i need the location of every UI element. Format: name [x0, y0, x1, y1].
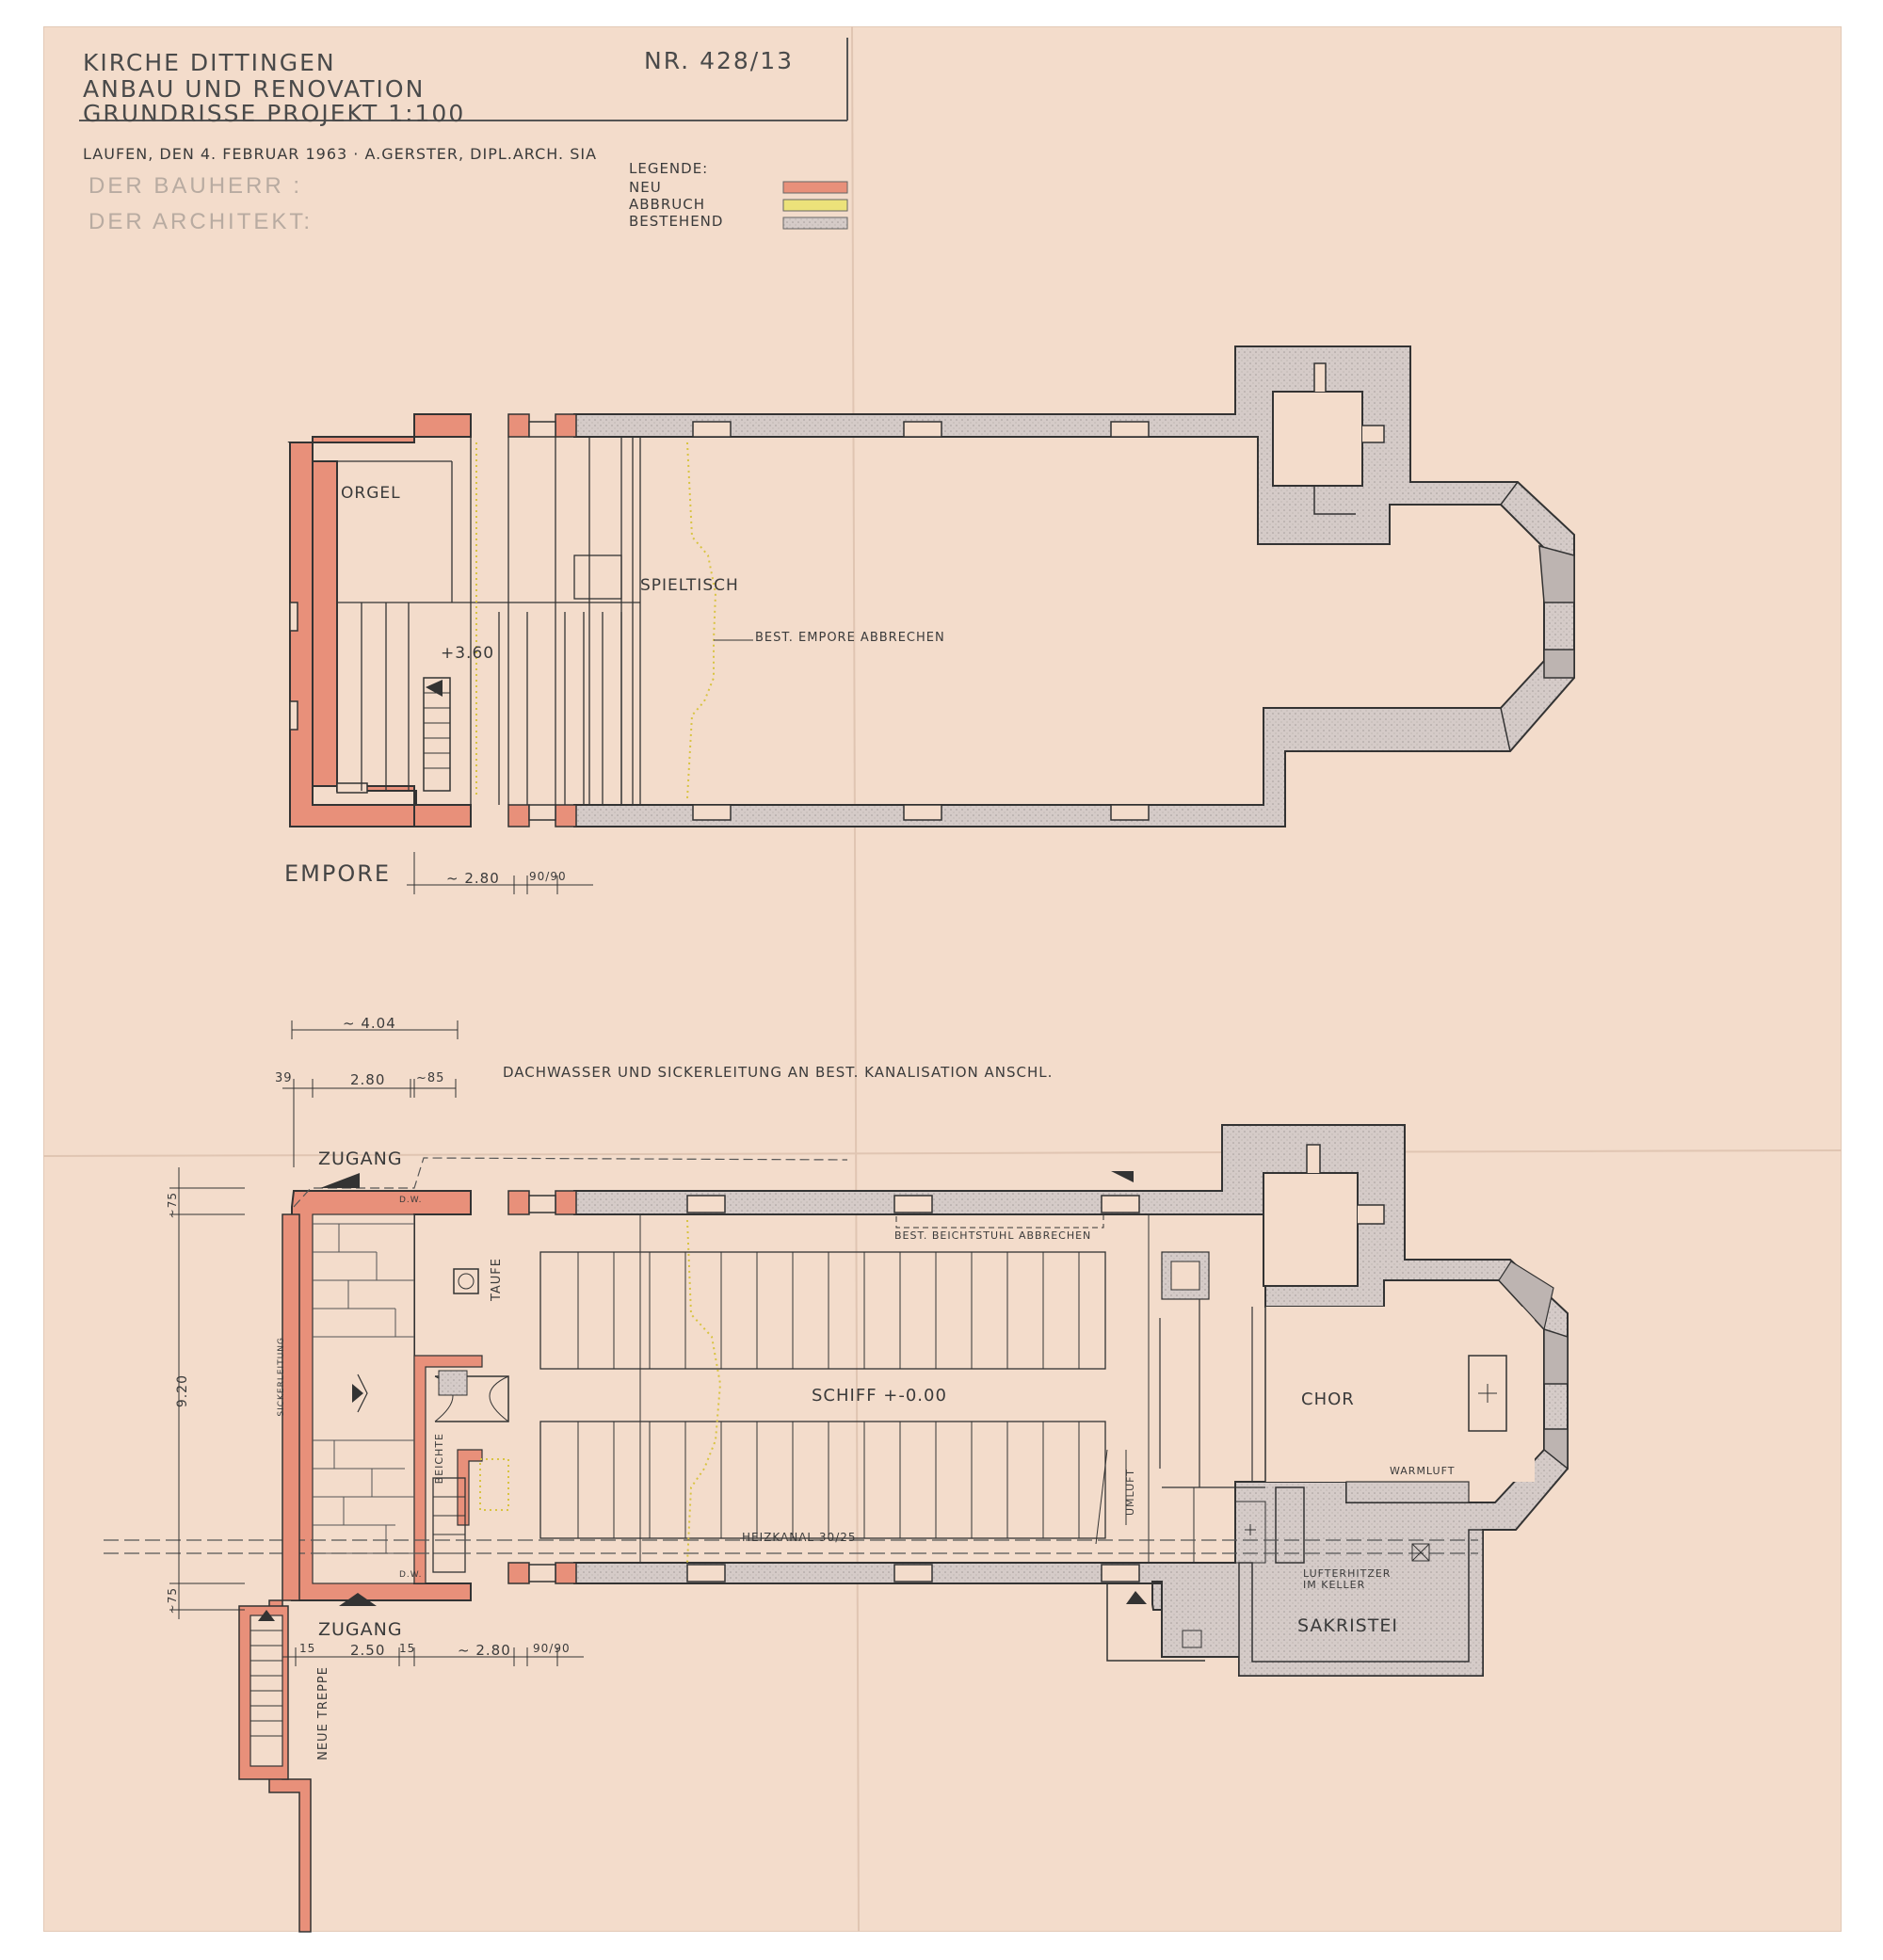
- empore-plan: [287, 345, 1575, 894]
- bauherr-stamp: DER BAUHERR :: [89, 173, 303, 199]
- orgel-label: ORGEL: [341, 484, 401, 503]
- dim-920: 9.20: [175, 1374, 190, 1408]
- beichtstuhl-note: BEST. BEICHTSTUHL ABBRECHEN: [894, 1229, 1092, 1242]
- place-date-architect: LAUFEN, DEN 4. FEBRUAR 1963 · A.GERSTER,…: [83, 145, 598, 163]
- dim-85: ~85: [416, 1071, 445, 1085]
- legend-swatch-bestehend: [782, 217, 848, 230]
- dim-empore-280: ~ 2.80: [446, 870, 500, 887]
- fold-line-vertical: [851, 25, 860, 1933]
- fold-line-horizontal: [42, 1149, 1843, 1157]
- umluft-label: UMLUFT: [1124, 1469, 1136, 1517]
- legend-swatch-abbruch: [782, 199, 848, 212]
- legend-label-bestehend: BESTEHEND: [629, 213, 724, 230]
- heizkanal-label: HEIZKANAL 30/25: [742, 1531, 857, 1544]
- dim-empore-9090: 90/90: [529, 870, 567, 883]
- sakristei-label: SAKRISTEI: [1297, 1615, 1398, 1636]
- warmluft-label: WARMLUFT: [1390, 1465, 1456, 1477]
- legend-title: LEGENDE:: [629, 160, 709, 177]
- zugang-bottom-label: ZUGANG: [318, 1619, 403, 1640]
- architekt-stamp: DER ARCHITEKT:: [89, 209, 314, 234]
- dim-280-top: 2.80: [350, 1071, 386, 1088]
- dim-404: ~ 4.04: [343, 1015, 396, 1032]
- dim-75-bottom: ~75: [166, 1587, 179, 1615]
- lufterhitzer-label: LUFTERHITZER IM KELLER: [1303, 1567, 1392, 1591]
- dim-15a: 15: [299, 1642, 316, 1655]
- dw-bottom-label: D.W.: [399, 1570, 423, 1580]
- title-line-2: ANBAU UND RENOVATION: [83, 75, 426, 103]
- title-line-1: KIRCHE DITTINGEN: [83, 49, 336, 76]
- empore-demolition-note: BEST. EMPORE ABBRECHEN: [755, 631, 945, 645]
- neue-treppe-label: NEUE TREPPE: [316, 1666, 330, 1760]
- dim-9090-bottom: 90/90: [533, 1642, 571, 1655]
- level-label-empore: +3.60: [441, 644, 495, 663]
- dim-39: 39: [275, 1071, 293, 1085]
- chor-label: CHOR: [1301, 1390, 1355, 1409]
- dim-280-bottom: ~ 2.80: [458, 1642, 511, 1659]
- schiff-label: SCHIFF +-0.00: [812, 1386, 947, 1406]
- dachwasser-note: DACHWASSER UND SICKERLEITUNG AN BEST. KA…: [503, 1064, 1054, 1081]
- dw-top-label: D.W.: [399, 1196, 423, 1205]
- legend-label-neu: NEU: [629, 179, 662, 196]
- beichte-label: BEICHTE: [433, 1433, 445, 1485]
- sickerleitung-label: SICKERLEITUNG: [277, 1337, 286, 1417]
- spieltisch-label: SPIELTISCH: [640, 576, 739, 595]
- title-line-3: GRUNDRISSE PROJEKT 1:100: [83, 100, 466, 127]
- dim-250: 2.50: [350, 1642, 386, 1659]
- legend-label-abbruch: ABBRUCH: [629, 196, 705, 213]
- drawing-number: NR. 428/13: [644, 47, 795, 74]
- zugang-top-label: ZUGANG: [318, 1149, 403, 1169]
- dim-75-top: ~75: [166, 1192, 179, 1219]
- dim-15b: 15: [399, 1642, 416, 1655]
- empore-plan-title: EMPORE: [284, 860, 392, 887]
- legend-swatch-neu: [782, 181, 848, 194]
- taufe-label: TAUFE: [490, 1258, 504, 1302]
- drawing-sheet: [43, 26, 1842, 1932]
- schiff-plan: [104, 1020, 1569, 1933]
